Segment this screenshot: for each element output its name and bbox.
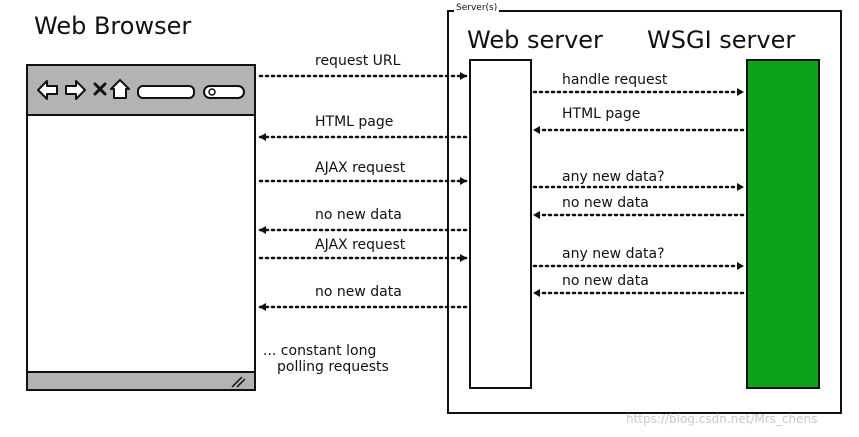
label-any-new-data-1: any new data? [562,169,665,185]
resize-grip-icon [231,376,246,388]
label-handle-request: handle request [562,72,668,88]
webserver-lifeline [469,59,532,389]
note-line-1: ... constant long [263,343,377,359]
webserver-title: Web server [467,26,603,54]
address-bar [137,85,195,99]
label-no-new-data-back-1: no new data [562,195,649,211]
label-any-new-data-2: any new data? [562,246,665,262]
label-html-page: HTML page [315,114,394,130]
label-ajax-request-2: AJAX request [315,237,406,253]
label-no-new-data-2: no new data [315,284,402,300]
browser-window [26,64,256,391]
search-icon [208,88,216,96]
home-icon [110,79,130,99]
servers-box [447,10,842,414]
label-html-page-back: HTML page [562,106,641,122]
wsgi-lifeline [746,59,820,389]
wsgi-title: WSGI server [647,26,796,54]
browser-title: Web Browser [34,12,192,40]
forward-arrow-icon [65,80,86,100]
label-no-new-data-1: no new data [315,207,402,223]
note-line-2: polling requests [277,359,389,375]
browser-statusbar [28,371,254,389]
toolbar-icons [37,79,245,100]
label-ajax-request-1: AJAX request [315,160,406,176]
back-arrow-icon [37,80,58,100]
label-no-new-data-back-2: no new data [562,273,649,289]
servers-label: Server(s) [454,3,500,13]
close-icon [93,82,107,96]
browser-toolbar [28,66,254,116]
label-request-url: request URL [315,53,401,69]
watermark: https://blog.csdn.net/Mrs_chens [626,412,818,426]
